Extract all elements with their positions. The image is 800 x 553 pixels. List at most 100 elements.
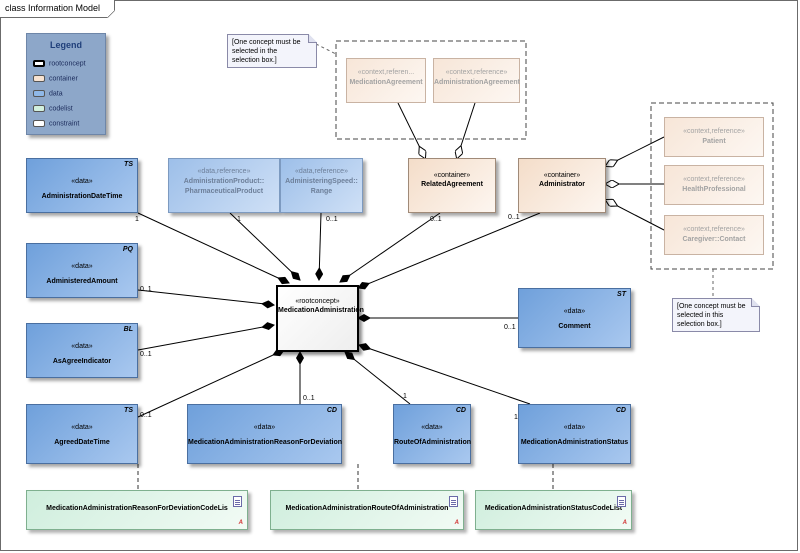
class-name: MedicationAgreement (349, 79, 423, 86)
agreement-selection-note[interactable]: [One concept must be selected in the sel… (227, 34, 317, 68)
legend[interactable]: Legend rootconcept container data codeli… (26, 33, 106, 135)
stereotype-label: «rootconcept» (295, 298, 340, 305)
multiplicity-label: 1 (135, 216, 139, 223)
class-administration-datetime[interactable]: TS «data» AdministrationDateTime (26, 158, 138, 213)
stereotype-label: «data» (253, 424, 276, 431)
codelist-reason-for-deviation[interactable]: MedicationAdministrationReasonForDeviati… (26, 490, 248, 530)
stereotype-label: «data» (71, 178, 93, 185)
link-medication-agreement (397, 102, 425, 158)
type-tag: CD (326, 407, 337, 414)
class-name: MedicationAdministration (278, 307, 364, 314)
class-administration-status[interactable]: CD «data» MedicationAdministrationStatus (518, 404, 631, 464)
stereotype-label: «context,reference» (683, 128, 745, 135)
multiplicity-label: 0..1 (504, 324, 516, 331)
container-related-agreement[interactable]: «container» RelatedAgreement (408, 158, 496, 213)
multiplicity-label: 0..1 (303, 395, 315, 402)
document-icon (617, 496, 626, 507)
administrator-selection-note[interactable]: [One concept must be selected in this se… (672, 298, 760, 332)
class-comment[interactable]: ST «data» Comment (518, 288, 631, 348)
class-name: AdministrationProduct:: (183, 178, 265, 185)
stereotype-label: «data,reference» (197, 168, 251, 175)
legend-label: rootconcept (49, 60, 86, 68)
link-administration-agreement (457, 102, 476, 158)
class-name: AdministrationDateTime (41, 193, 123, 200)
multiplicity-label: 1 (403, 393, 407, 400)
class-administered-amount[interactable]: PQ «data» AdministeredAmount (26, 243, 138, 298)
class-name: Comment (558, 323, 591, 330)
legend-item-codelist: codelist (33, 105, 73, 112)
stereotype-label: «data» (71, 424, 93, 431)
class-administration-product[interactable]: «data,reference» AdministrationProduct::… (168, 158, 280, 213)
class-reason-for-deviation[interactable]: CD «data» MedicationAdministrationReason… (187, 404, 342, 464)
link-administrator (357, 212, 541, 290)
class-as-agree-indicator[interactable]: BL «data» AsAgreeIndicator (26, 323, 138, 378)
type-tag: TS (124, 407, 133, 414)
class-patient[interactable]: «context,reference» Patient (664, 117, 764, 157)
stereotype-label: «data» (71, 343, 93, 350)
class-name-continued: PharmaceuticalProduct (184, 188, 264, 195)
stereotype-label: «container» (543, 172, 581, 179)
codelist-name: MedicationAdministrationReasonForDeviati… (46, 505, 228, 512)
class-agreed-datetime[interactable]: TS «data» AgreedDateTime (26, 404, 138, 464)
multiplicity-label: 0..1 (430, 216, 442, 223)
stereotype-label: «context,reference» (445, 69, 508, 76)
stereotype-label: «context,reference» (683, 176, 745, 183)
multiplicity-label: 1 (514, 414, 518, 421)
class-name: HealthProfessional (682, 186, 746, 193)
class-administration-agreement[interactable]: «context,reference» AdministrationAgreem… (433, 58, 520, 103)
class-name: MedicationAdministrationReasonForDeviati… (188, 439, 343, 446)
link-agreed-datetime (137, 348, 285, 418)
class-name: AgreedDateTime (54, 439, 110, 446)
stereotype-label: «context,reference» (683, 226, 745, 233)
document-icon (449, 496, 458, 507)
legend-label: constraint (49, 120, 80, 128)
legend-swatch (33, 105, 45, 112)
legend-swatch (33, 90, 45, 97)
type-tag: CD (455, 407, 466, 414)
codelist-administration-status[interactable]: MedicationAdministrationStatusCodeList A (475, 490, 632, 530)
class-medication-agreement[interactable]: «context,referen... MedicationAgreement (346, 58, 426, 103)
requirement-icon: A (622, 520, 627, 526)
legend-label: container (49, 75, 78, 83)
requirement-icon: A (454, 520, 459, 526)
class-name: Administrator (539, 181, 585, 188)
link-administration-datetime (137, 212, 290, 285)
class-name: RouteOfAdministration (394, 439, 471, 446)
multiplicity-label: 0..1 (508, 214, 520, 221)
class-administering-speed[interactable]: «data,reference» AdministeringSpeed:: Ra… (280, 158, 363, 213)
document-icon (233, 496, 242, 507)
type-tag: CD (615, 407, 626, 414)
class-name: MedicationAdministrationStatus (520, 439, 629, 446)
class-health-professional[interactable]: «context,reference» HealthProfessional (664, 165, 764, 205)
requirement-icon: A (238, 520, 243, 526)
codelist-route-of-administration[interactable]: MedicationAdministrationRouteOfAdministr… (270, 490, 464, 530)
multiplicity-label: 0..1 (140, 351, 152, 358)
root-medication-administration[interactable]: «rootconcept» MedicationAdministration (276, 285, 364, 352)
link-administration-product (229, 212, 301, 281)
type-tag: TS (124, 161, 133, 168)
legend-label: codelist (49, 105, 73, 113)
class-name: RelatedAgreement (421, 181, 483, 188)
link-patient (606, 136, 665, 166)
class-name: AdministeringSpeed:: (285, 178, 358, 185)
class-route-of-administration[interactable]: CD «data» RouteOfAdministration (393, 404, 471, 464)
type-tag: ST (617, 291, 626, 298)
legend-title: Legend (49, 40, 82, 50)
legend-swatch (33, 60, 45, 67)
stereotype-label: «container» (433, 172, 471, 179)
link-administering-speed (315, 212, 324, 281)
stereotype-label: «context,referen... (357, 69, 415, 76)
stereotype-label: «data» (421, 424, 443, 431)
link-caregiver-contact (606, 200, 665, 231)
legend-swatch (33, 120, 45, 127)
multiplicity-label: 0..1 (326, 216, 338, 223)
class-name-continued: Range (310, 188, 333, 195)
administrator-selection-box (650, 102, 774, 270)
legend-swatch (33, 75, 45, 82)
diagram-tab[interactable]: class Information Model (0, 0, 116, 18)
multiplicity-label: 1 (237, 216, 241, 223)
class-caregiver-contact[interactable]: «context,reference» Caregiver::Contact (664, 215, 764, 255)
link-administration-status (358, 343, 531, 405)
container-administrator[interactable]: «container» Administrator (518, 158, 606, 213)
